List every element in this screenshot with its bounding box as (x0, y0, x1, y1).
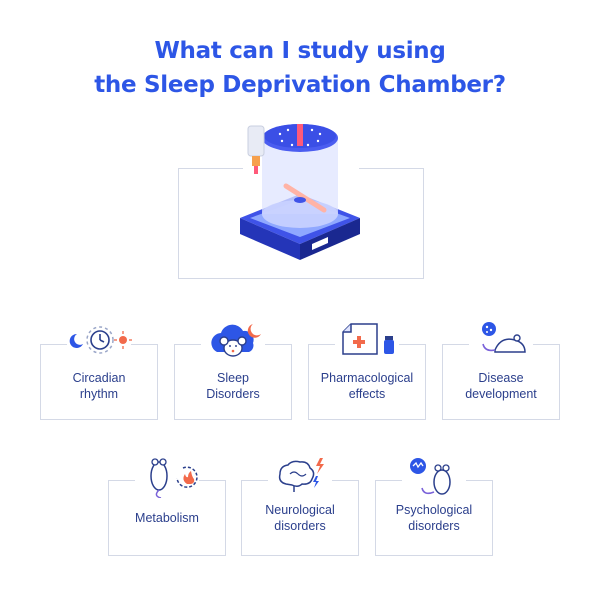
topic-card-pharmacological: Pharmacological effects (308, 323, 426, 420)
clock-sun-moon-icon (69, 326, 132, 354)
topic-card-metabolism: Metabolism (108, 458, 226, 556)
topic-card-disease: Disease development (442, 322, 560, 420)
topic-label-line-2: disorders (274, 519, 326, 533)
topic-card-neurological: Neurological disorders (241, 458, 359, 556)
topic-label-line-1: Disease (478, 371, 524, 385)
topic-label-line-2: Disorders (206, 387, 260, 401)
mouse-cloud-moon-icon (211, 324, 261, 357)
topic-card-sleep-disorders: Sleep Disorders (174, 324, 292, 420)
title-line-1: What can I study using (154, 38, 446, 64)
brain-lightning-icon (278, 458, 324, 492)
medicine-box-vial-icon (342, 323, 394, 355)
topic-label-line-2: effects (348, 387, 386, 401)
topic-label-line-1: Circadian (72, 371, 126, 385)
topic-label-line-1: Sleep (217, 371, 249, 385)
topic-card-psychological: Psychological disorders (375, 458, 493, 556)
mouse-fire-icon (150, 458, 198, 498)
topic-label-line-1: Metabolism (135, 511, 199, 525)
topic-label-line-2: development (465, 387, 537, 401)
topic-card-circadian: Circadian rhythm (40, 326, 158, 420)
page-title: What can I study using the Sleep Depriva… (0, 34, 600, 102)
topic-label-line-1: Psychological (395, 503, 473, 517)
sleep-deprivation-chamber-icon (240, 124, 360, 260)
device-frame (178, 168, 424, 279)
topic-label-line-2: disorders (408, 519, 460, 533)
mouse-thought-icon (410, 458, 451, 495)
topic-label-line-1: Neurological (265, 503, 335, 517)
title-line-2: the Sleep Deprivation Chamber? (94, 72, 506, 98)
virus-mouse-icon (482, 322, 526, 353)
topic-label-line-2: rhythm (79, 387, 119, 401)
topic-label-line-1: Pharmacological (320, 371, 414, 385)
